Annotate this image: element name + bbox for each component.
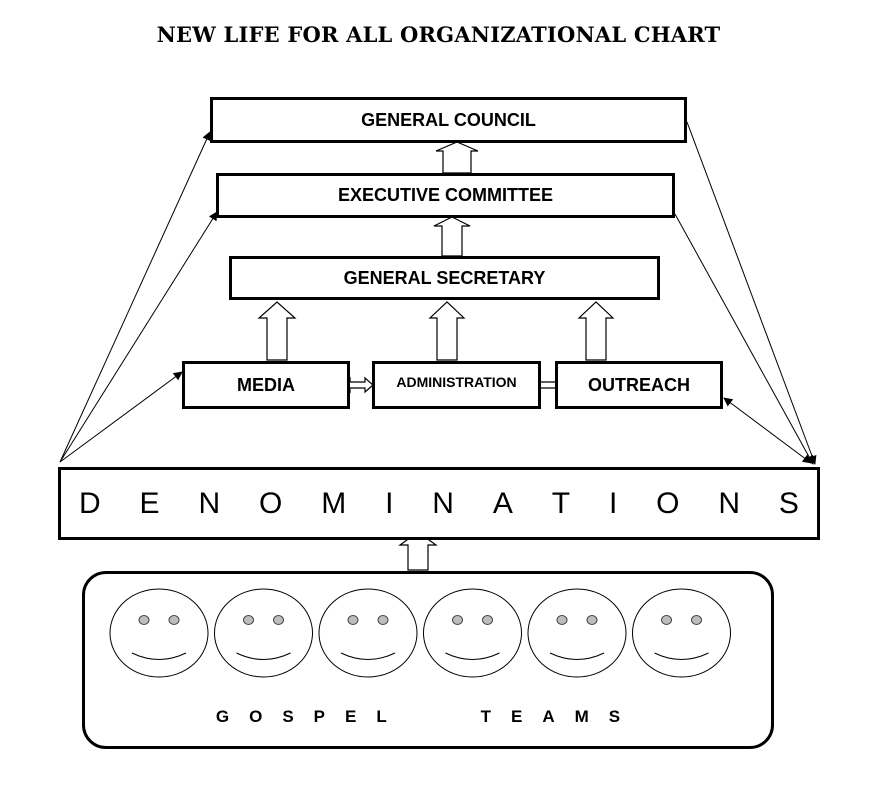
- face-outline: [214, 588, 313, 678]
- denominations-letter: S: [778, 486, 799, 520]
- general-secretary-label: GENERAL SECRETARY: [343, 267, 546, 288]
- denominations-letter: N: [432, 486, 454, 520]
- face-outline: [632, 588, 731, 678]
- smiley-face-icon: [214, 588, 313, 678]
- smiley-face-icon: [632, 588, 731, 678]
- line-denoms-to-exec-left: [59, 211, 218, 463]
- arrow-admin-to-secretary: [428, 301, 466, 361]
- face-mouth: [131, 652, 187, 660]
- denominations-letter: M: [321, 486, 347, 520]
- face-outline: [527, 588, 627, 678]
- face-eye: [347, 615, 359, 625]
- administration-box: ADMINISTRATION: [372, 361, 541, 409]
- denominations-letter: E: [139, 486, 160, 520]
- administration-label: ADMINISTRATION: [396, 374, 517, 390]
- face-eye: [586, 615, 598, 625]
- denominations-letter: A: [492, 486, 513, 520]
- smiley-face-icon: [527, 588, 627, 678]
- outreach-box: OUTREACH: [555, 361, 723, 409]
- arrow-media-to-secretary: [257, 301, 297, 361]
- denominations-letter: N: [718, 486, 741, 520]
- face-eye: [661, 615, 672, 625]
- face-mouth: [654, 652, 709, 660]
- chart-title: NEW LIFE FOR ALL ORGANIZATIONAL CHART: [156, 22, 721, 47]
- denominations-letter: O: [656, 486, 680, 520]
- face-mouth: [340, 652, 396, 660]
- media-label: MEDIA: [237, 374, 295, 395]
- face-eye: [273, 615, 284, 625]
- general-council-label: GENERAL COUNCIL: [361, 109, 536, 130]
- relation-lines: [59, 121, 817, 465]
- smiley-face-icon: [109, 588, 209, 678]
- executive-committee-label: EXECUTIVE COMMITTEE: [337, 185, 553, 205]
- face-outline: [109, 588, 209, 678]
- block-arrows-up: [257, 141, 615, 571]
- face-outline: [318, 588, 418, 678]
- denominations-letter: I: [385, 486, 394, 520]
- face-outline: [423, 588, 522, 678]
- face-eye: [138, 615, 150, 625]
- denominations-letter: I: [608, 486, 618, 520]
- denominations-letter: T: [551, 486, 571, 520]
- general-council-box: GENERAL COUNCIL: [210, 97, 687, 143]
- media-box: MEDIA: [182, 361, 350, 409]
- general-secretary-box: GENERAL SECRETARY: [229, 256, 660, 300]
- gospel-teams-label: GOSPEL TEAMS: [215, 707, 641, 726]
- face-eye: [168, 615, 180, 625]
- line-denoms-to-council-left: [59, 131, 211, 463]
- face-eye: [452, 615, 463, 625]
- face-eye: [377, 615, 389, 625]
- face-mouth: [445, 652, 500, 660]
- smiley-face-icon: [423, 588, 522, 678]
- arrow-secretary-to-exec: [433, 216, 471, 257]
- denominations-letter: D: [79, 486, 101, 520]
- line-outreach-denoms-right: [723, 397, 812, 464]
- face-eye: [691, 615, 702, 625]
- arrow-exec-to-council: [435, 141, 479, 174]
- outreach-label: OUTREACH: [588, 374, 690, 395]
- denominations-letter: N: [198, 486, 221, 520]
- denominations-letter: O: [258, 486, 283, 520]
- face-mouth: [236, 652, 291, 660]
- face-eye: [482, 615, 493, 625]
- smiley-face-icon: [318, 588, 418, 678]
- arrow-outreach-to-secretary: [577, 301, 615, 361]
- executive-committee-box: EXECUTIVE COMMITTEE: [216, 173, 675, 218]
- face-eye: [556, 615, 568, 625]
- denominations-box: D E N O M I N A T I O N S: [58, 467, 820, 540]
- face-mouth: [549, 652, 605, 660]
- face-eye: [243, 615, 254, 625]
- line-denoms-to-media: [59, 371, 183, 463]
